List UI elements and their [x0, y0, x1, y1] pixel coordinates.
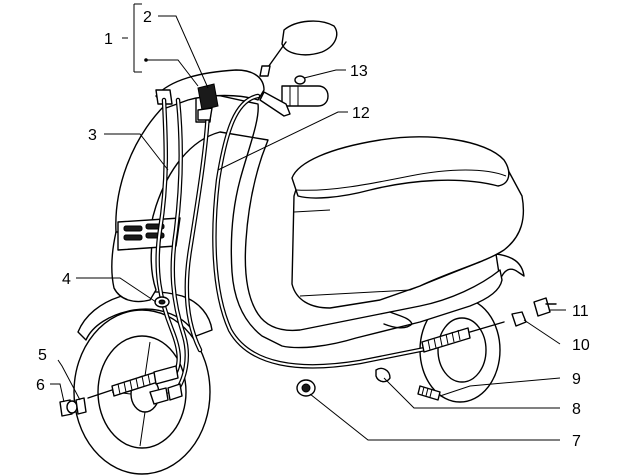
bracket-1 [122, 3, 142, 73]
adjuster-nut [59, 399, 78, 417]
callout-5: 5 [38, 347, 47, 364]
right-brake-lever [259, 91, 291, 117]
cable-connector [294, 75, 306, 85]
cable-pin [75, 397, 87, 415]
callout-11: 11 [572, 303, 589, 320]
callout-4: 4 [62, 271, 71, 288]
rear-cable-adjuster [421, 321, 505, 353]
loose-parts [59, 75, 557, 417]
callout-7: 7 [572, 433, 581, 450]
callout-10: 10 [572, 337, 590, 354]
front-wheel [73, 309, 211, 475]
right-grip [281, 85, 329, 107]
callout-13: 13 [350, 63, 368, 80]
leader-lines [50, 3, 566, 441]
cable-bush [296, 379, 316, 397]
left-grip [155, 89, 173, 105]
front-cable-adjuster [87, 365, 179, 399]
callout-1: 1 [104, 31, 113, 48]
callout-labels: 1 2 3 4 5 6 7 8 9 10 11 12 13 [36, 9, 590, 450]
callout-6: 6 [36, 377, 45, 394]
callout-2: 2 [143, 9, 152, 26]
callout-12: 12 [352, 105, 370, 122]
seat [291, 136, 510, 199]
leg-shield [115, 91, 503, 349]
scooter-body [73, 20, 525, 475]
cable-clip [375, 367, 391, 383]
callout-9: 9 [572, 371, 581, 388]
callout-3: 3 [88, 127, 97, 144]
mirror [259, 20, 338, 77]
grommet [154, 296, 170, 308]
throttle-housing [197, 83, 219, 111]
cables [87, 83, 505, 405]
rear-mudflap [495, 253, 525, 281]
screw [417, 385, 441, 401]
nut [511, 311, 527, 327]
callout-8: 8 [572, 401, 581, 418]
adjuster-knob [533, 297, 557, 317]
front-grille [117, 217, 181, 251]
